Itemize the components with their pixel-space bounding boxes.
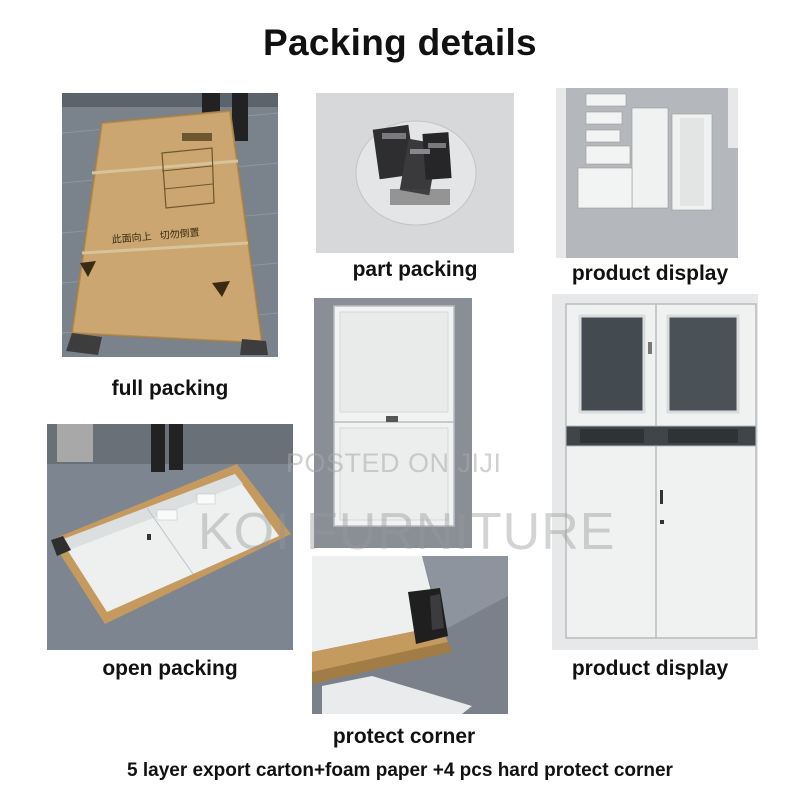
caption-protect-corner: protect corner — [332, 725, 476, 748]
watermark-line-2: KOI FURNITURE — [198, 503, 616, 561]
caption-part-packing: part packing — [352, 258, 478, 281]
carton-print-1: 此面向上 — [111, 230, 152, 246]
door-panel-photo — [314, 298, 472, 548]
watermark-line-1: POSTED ON JIJI — [286, 448, 502, 478]
footer-note: 5 layer export carton+foam paper +4 pcs … — [127, 760, 673, 781]
caption-open-packing: open packing — [102, 657, 238, 680]
caption-product-display-bottom: product display — [571, 657, 729, 680]
caption-full-packing: full packing — [111, 377, 229, 400]
full-packing-photo: 此面向上 切勿倒置 — [62, 93, 278, 357]
protect-corner-photo — [312, 556, 508, 714]
page-title: Packing details — [263, 22, 537, 63]
open-packing-photo — [47, 424, 293, 650]
part-packing-photo — [316, 93, 514, 253]
product-display-photo-top — [556, 88, 738, 258]
caption-product-display-top: product display — [571, 262, 729, 285]
carton-print-2: 切勿倒置 — [159, 227, 200, 242]
product-display-photo-bottom — [552, 294, 758, 650]
